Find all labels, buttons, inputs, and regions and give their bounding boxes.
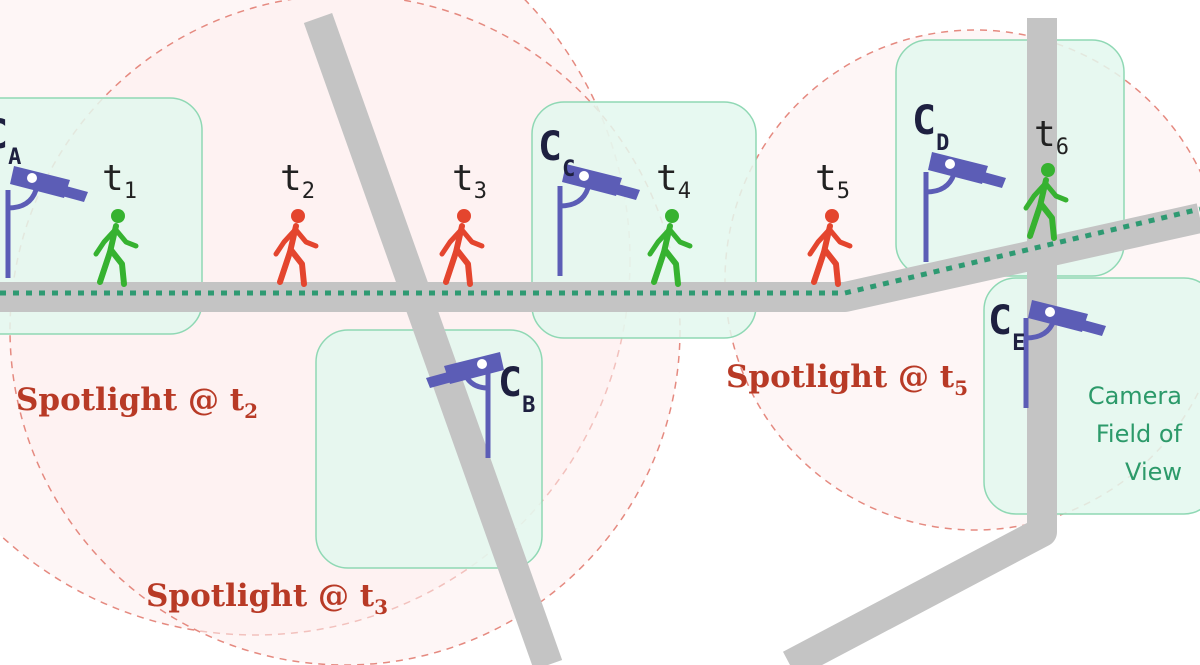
camera-a: CA [0,112,88,278]
camera-e: CE [988,298,1106,408]
fov-legend-line-3: View [1125,458,1182,486]
walker-t6: t6 [1026,114,1069,238]
svg-text:t1: t1 [102,158,137,204]
fov-legend-line-2: Field of [1096,420,1183,448]
svg-text:t4: t4 [656,158,691,204]
svg-text:t2: t2 [280,158,315,204]
spotlight-label-t3: Spotlight @ t3 [146,578,388,619]
walker-t4: t4 [650,158,691,284]
fov-box-a [0,97,203,335]
road-diagonal [303,12,563,665]
spotlight-label-t5: Spotlight @ t5 [726,359,968,400]
svg-text:t3: t3 [452,158,487,204]
fov-legend-line-1: Camera [1088,382,1182,410]
camera-d-label: CD [912,98,949,156]
walker-t2: t2 [276,158,316,284]
walker-t3: t3 [442,158,487,284]
fov-legend: Camera Field of View [1088,382,1183,486]
road-main [0,203,1200,312]
camera-e-label: CE [988,298,1025,356]
walker-t5: t5 [810,158,850,284]
camera-a-label: CA [0,112,21,170]
spotlight-label-t2: Spotlight @ t2 [16,382,258,423]
walker-t1: t1 [96,158,137,284]
svg-text:t6: t6 [1034,114,1069,160]
tracked-path [0,206,1200,296]
camera-c-label: CC [538,124,575,182]
camera-b: CB [426,352,535,458]
camera-c: CC [538,124,640,276]
camera-d: CD [912,98,1006,262]
fov-box-d [895,39,1125,277]
camera-b-label: CB [498,360,535,418]
svg-text:t5: t5 [815,158,850,204]
fov-box-c [531,101,757,339]
